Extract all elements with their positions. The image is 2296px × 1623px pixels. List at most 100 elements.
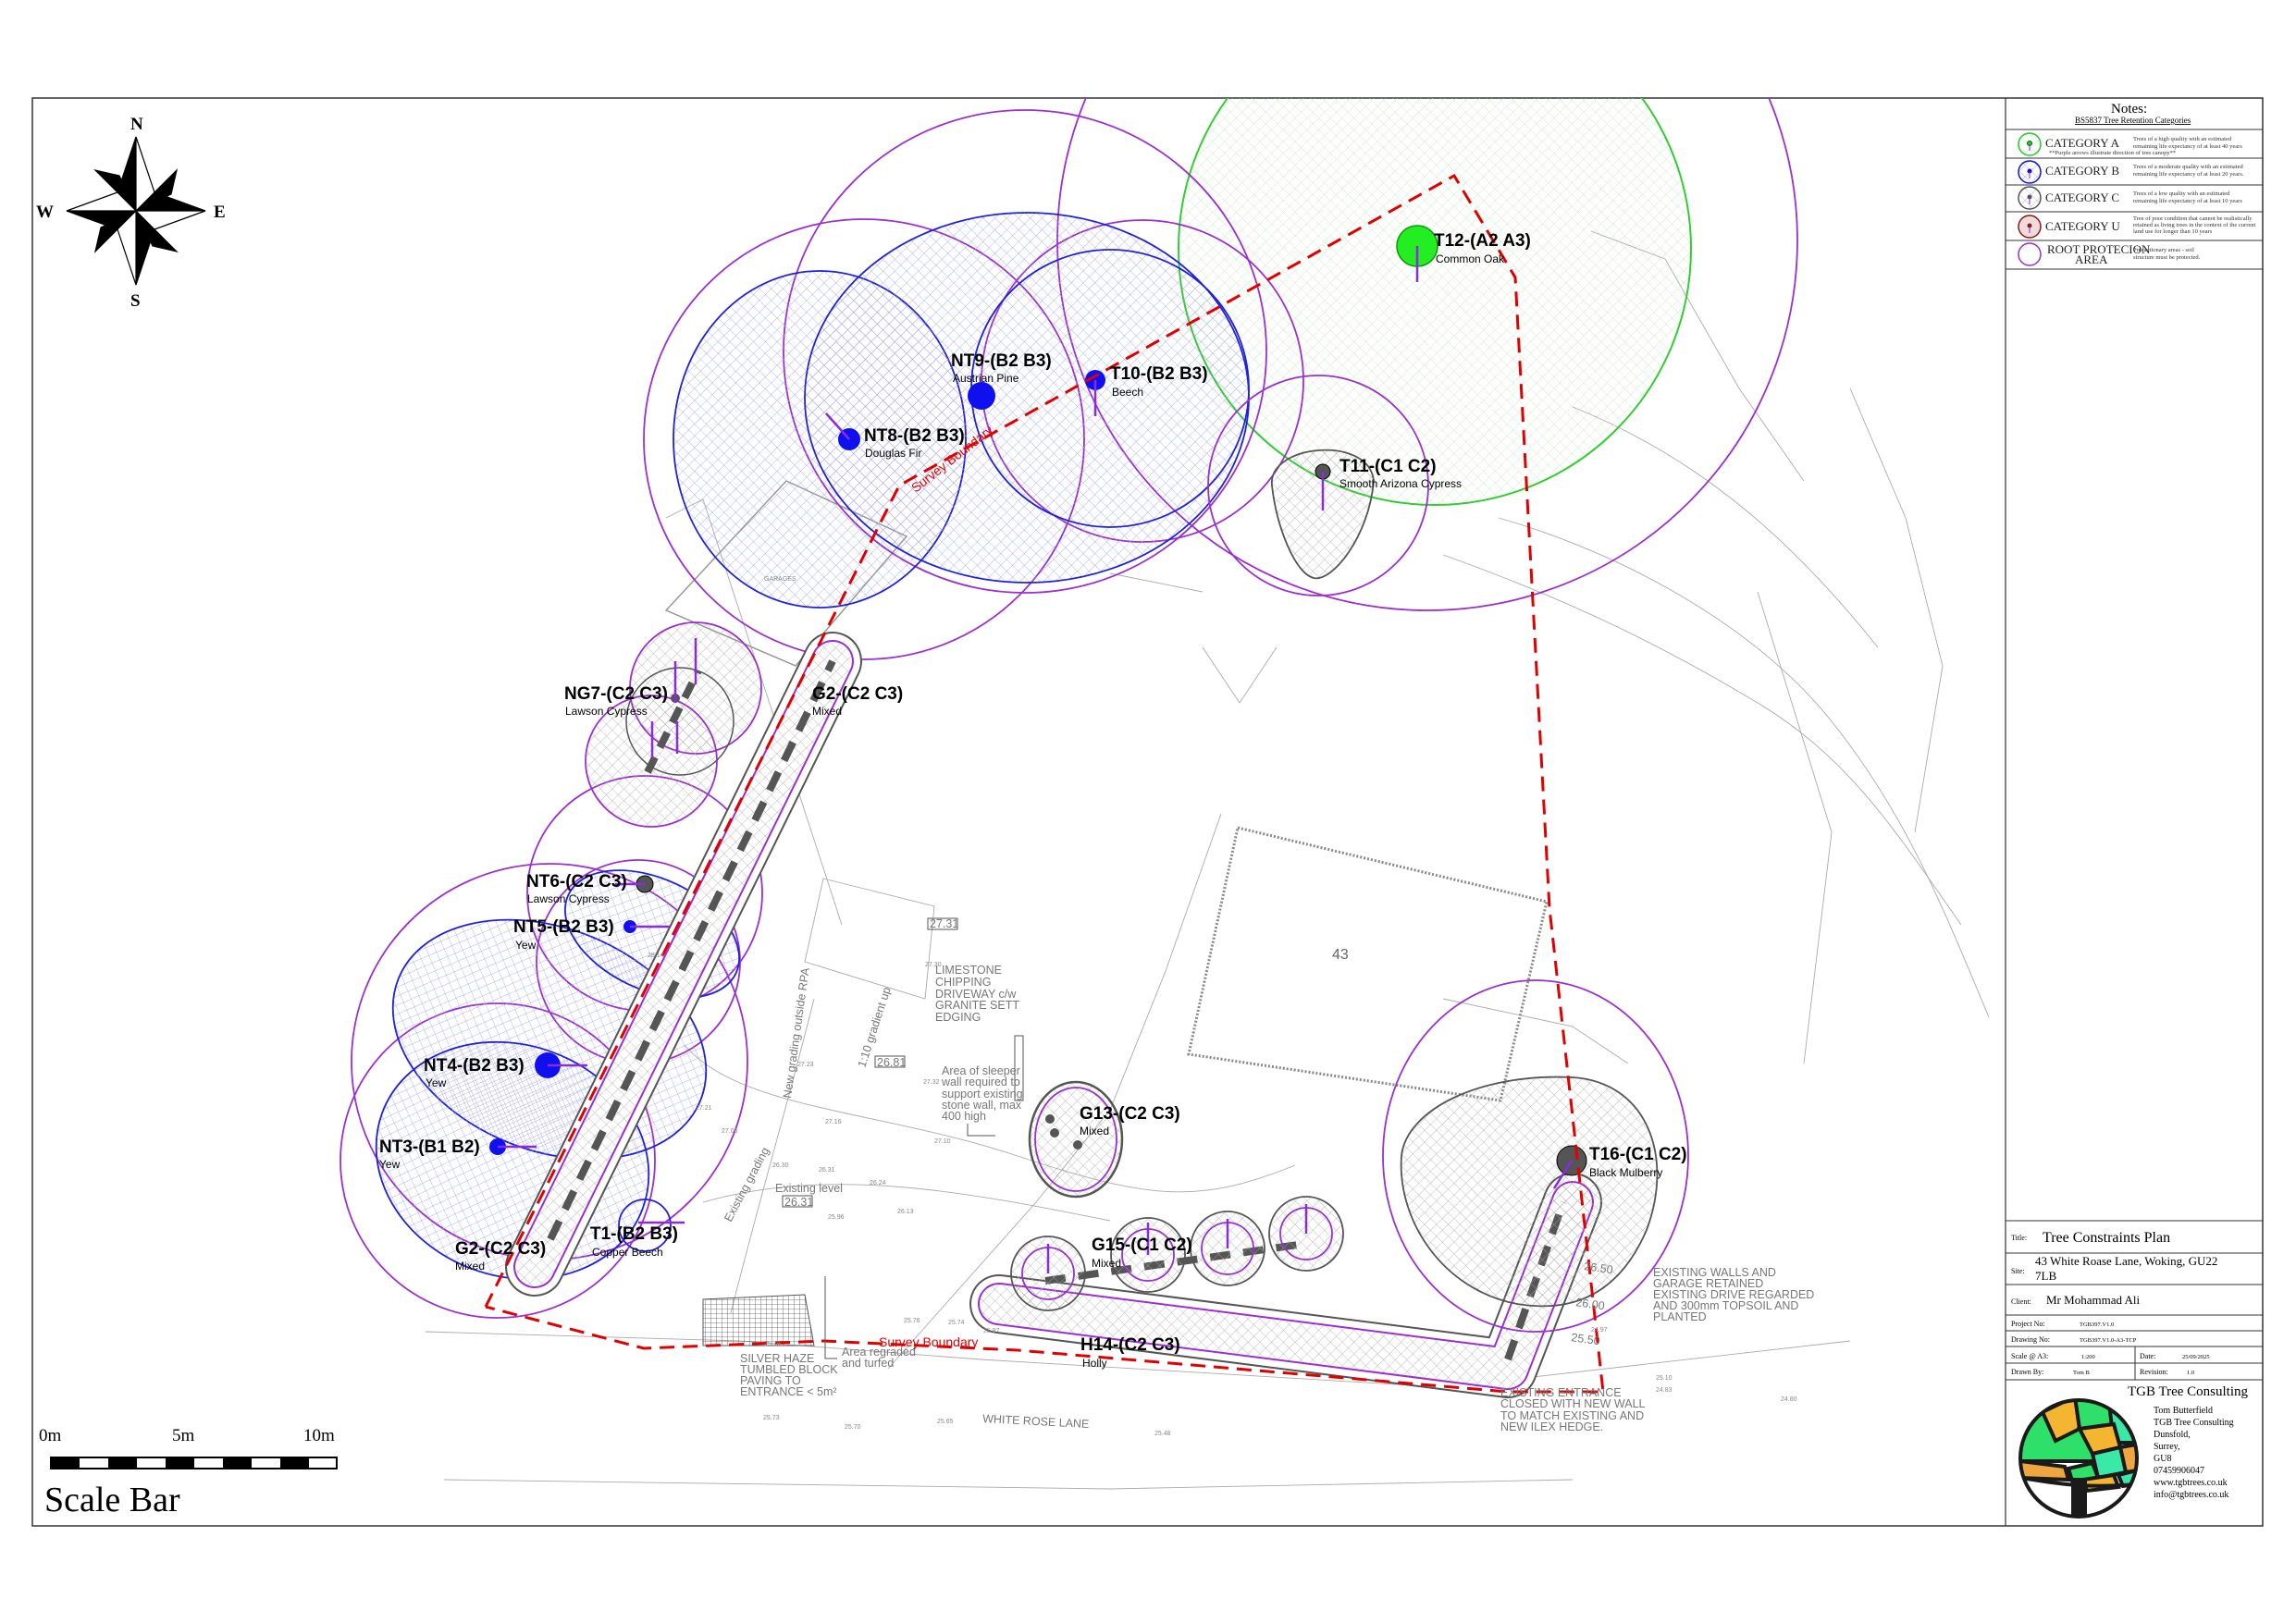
canopy-t12 — [1178, 98, 1692, 506]
north-arrow-compass: N S E W — [36, 115, 226, 311]
contour-label: 26.00 — [1575, 1296, 1606, 1312]
drawn-by: Tom B — [2073, 1370, 2090, 1376]
svg-text:26.30: 26.30 — [772, 1162, 789, 1169]
canopy-arrows — [498, 638, 697, 1224]
tree-label[interactable]: NT3-(B1 B2) — [379, 1137, 480, 1157]
tree-label[interactable]: NT9-(B2 B3) — [951, 351, 1052, 371]
svg-text:27.10: 27.10 — [934, 1138, 951, 1145]
svg-text:25.73: 25.73 — [763, 1415, 780, 1421]
svg-text:25.76: 25.76 — [904, 1318, 920, 1324]
contour-label: 25.50 — [1571, 1331, 1601, 1347]
svg-text:Trees of a moderate quality wi: Trees of a moderate quality with an esti… — [2133, 164, 2243, 170]
svg-text:Trees of a high quality with a: Trees of a high quality with an estimate… — [2133, 136, 2232, 142]
svg-text:27.32: 27.32 — [923, 1079, 940, 1086]
new-grading-label: New grading outside RPA — [781, 966, 812, 1099]
tree-label[interactable]: NT4-(B2 B3) — [424, 1056, 525, 1076]
legend-category-a: CATEGORY A Trees of a high quality with … — [2018, 132, 2242, 156]
svg-text:retained as living trees in th: retained as living trees in the context … — [2133, 222, 2255, 228]
scale-bar-title: Scale Bar — [44, 1481, 180, 1519]
tree-label[interactable]: T10-(B2 B3) — [1110, 364, 1208, 384]
date-value: 25/09/2025 — [2182, 1354, 2210, 1360]
tree-label[interactable]: G2-(C2 C3) — [455, 1239, 546, 1259]
tree-label[interactable]: T16-(C1 C2) — [1589, 1145, 1687, 1164]
level-box: 27.31 — [930, 917, 958, 930]
tree-label[interactable]: T11-(C1 C2) — [1339, 457, 1437, 476]
survey-boundary-label: Survey Boundary — [879, 1334, 978, 1349]
tree-label[interactable]: NT5-(B2 B3) — [513, 917, 614, 937]
legend-category-u: CATEGORY U Tree of poor condition that c… — [2018, 215, 2255, 239]
svg-text:Trees of a low quality with an: Trees of a low quality with an estimated — [2133, 191, 2230, 197]
rpa-g13 — [1034, 1087, 1117, 1192]
legend-category-c: CATEGORY C Trees of a low quality with a… — [2018, 186, 2242, 210]
compass-south: S — [130, 291, 141, 311]
svg-text:24.83: 24.83 — [1656, 1387, 1673, 1394]
existing-level-value: 26.31 — [784, 1196, 813, 1209]
svg-text:land use for longer than 10 ye: land use for longer than 10 years — [2133, 228, 2213, 235]
block-paving-area — [702, 1294, 815, 1346]
svg-text:28.14: 28.14 — [648, 953, 664, 959]
title-block: Title: Tree Constraints Plan Site: 43 Wh… — [2006, 1220, 2263, 1518]
tree-label[interactable]: T12-(A2 A3) — [1434, 231, 1531, 251]
group-g13-markers — [1045, 1114, 1082, 1150]
company-logo — [2018, 1398, 2139, 1518]
scale-label-10: 10m — [303, 1426, 335, 1445]
tree-label[interactable]: G15-(C1 C2) — [1092, 1236, 1192, 1255]
tree-species: Smooth Arizona Cypress — [1339, 477, 1462, 490]
legend-category-b: CATEGORY B Trees of a moderate quality w… — [2018, 160, 2244, 184]
house-43-outline — [1187, 826, 1549, 1102]
svg-text:CATEGORY B: CATEGORY B — [2045, 164, 2119, 178]
tree-species: Douglas Fir — [865, 447, 921, 460]
project-no: TGB397.V1.0 — [2080, 1322, 2114, 1328]
canopy-t1 — [618, 1199, 672, 1252]
revision-label: Revision: — [2140, 1368, 2168, 1376]
svg-text:AREA: AREA — [2075, 252, 2108, 266]
svg-text:remaining life expectancy of a: remaining life expectancy of at least 10… — [2133, 198, 2242, 204]
revision-value: 1.0 — [2187, 1370, 2194, 1376]
garages-label: GARAGES — [764, 576, 796, 583]
tree-label[interactable]: G2-(C2 C3) — [812, 684, 903, 704]
compass-east: E — [214, 203, 226, 222]
level-box: 26.81 — [877, 1056, 906, 1069]
tree-label[interactable]: T1-(B2 B3) — [590, 1224, 678, 1244]
notes-subtitle: BS5837 Tree Retention Categories — [2075, 116, 2191, 125]
tree-label[interactable]: NT6-(C2 C3) — [526, 872, 627, 891]
drawn-by-label: Drawn By: — [2011, 1368, 2043, 1376]
canopy-g13 — [1028, 1080, 1124, 1199]
survey-linework — [425, 230, 1990, 1490]
scale-label: Scale @ A3: — [2011, 1352, 2048, 1360]
tree-species: Mixed — [1092, 1257, 1121, 1270]
svg-text:25.10: 25.10 — [1656, 1375, 1673, 1382]
group-g2-strip — [505, 632, 862, 1297]
tree-species: Yew — [379, 1158, 401, 1171]
tree-species: Holly — [1082, 1357, 1107, 1370]
tree-label[interactable]: G13-(C2 C3) — [1080, 1104, 1180, 1124]
notes-legend: Notes: BS5837 Tree Retention Categories … — [2006, 102, 2263, 270]
tree-label[interactable]: H14-(C2 C3) — [1080, 1335, 1180, 1355]
canopy-t16 — [1400, 1076, 1659, 1308]
tree-label[interactable]: NG7-(C2 C3) — [564, 684, 668, 704]
company-name: TGB Tree Consulting — [2128, 1384, 2249, 1399]
svg-text:27.30: 27.30 — [925, 962, 942, 968]
svg-text:CATEGORY A: CATEGORY A — [2045, 136, 2120, 150]
svg-text:structure must be protected.: structure must be protected. — [2133, 254, 2201, 261]
svg-text:Tree of poor condition that ca: Tree of poor condition that cannot be re… — [2133, 215, 2253, 222]
tree-nt9-marker[interactable] — [968, 382, 995, 410]
contour-label: 26.50 — [1584, 1260, 1614, 1276]
svg-text:25.74: 25.74 — [948, 1320, 965, 1326]
tree-label[interactable]: NT8-(B2 B3) — [864, 426, 965, 446]
tree-species: Beech — [1112, 386, 1143, 399]
tree-species: Yew — [515, 939, 537, 952]
survey-boundary-line — [484, 173, 1605, 1394]
title-label: Title: — [2011, 1234, 2027, 1242]
rpa-circle-t11 — [1207, 375, 1429, 596]
notes-title: Notes: — [2111, 102, 2147, 117]
tree-species: Lawson Cypress — [565, 705, 648, 718]
